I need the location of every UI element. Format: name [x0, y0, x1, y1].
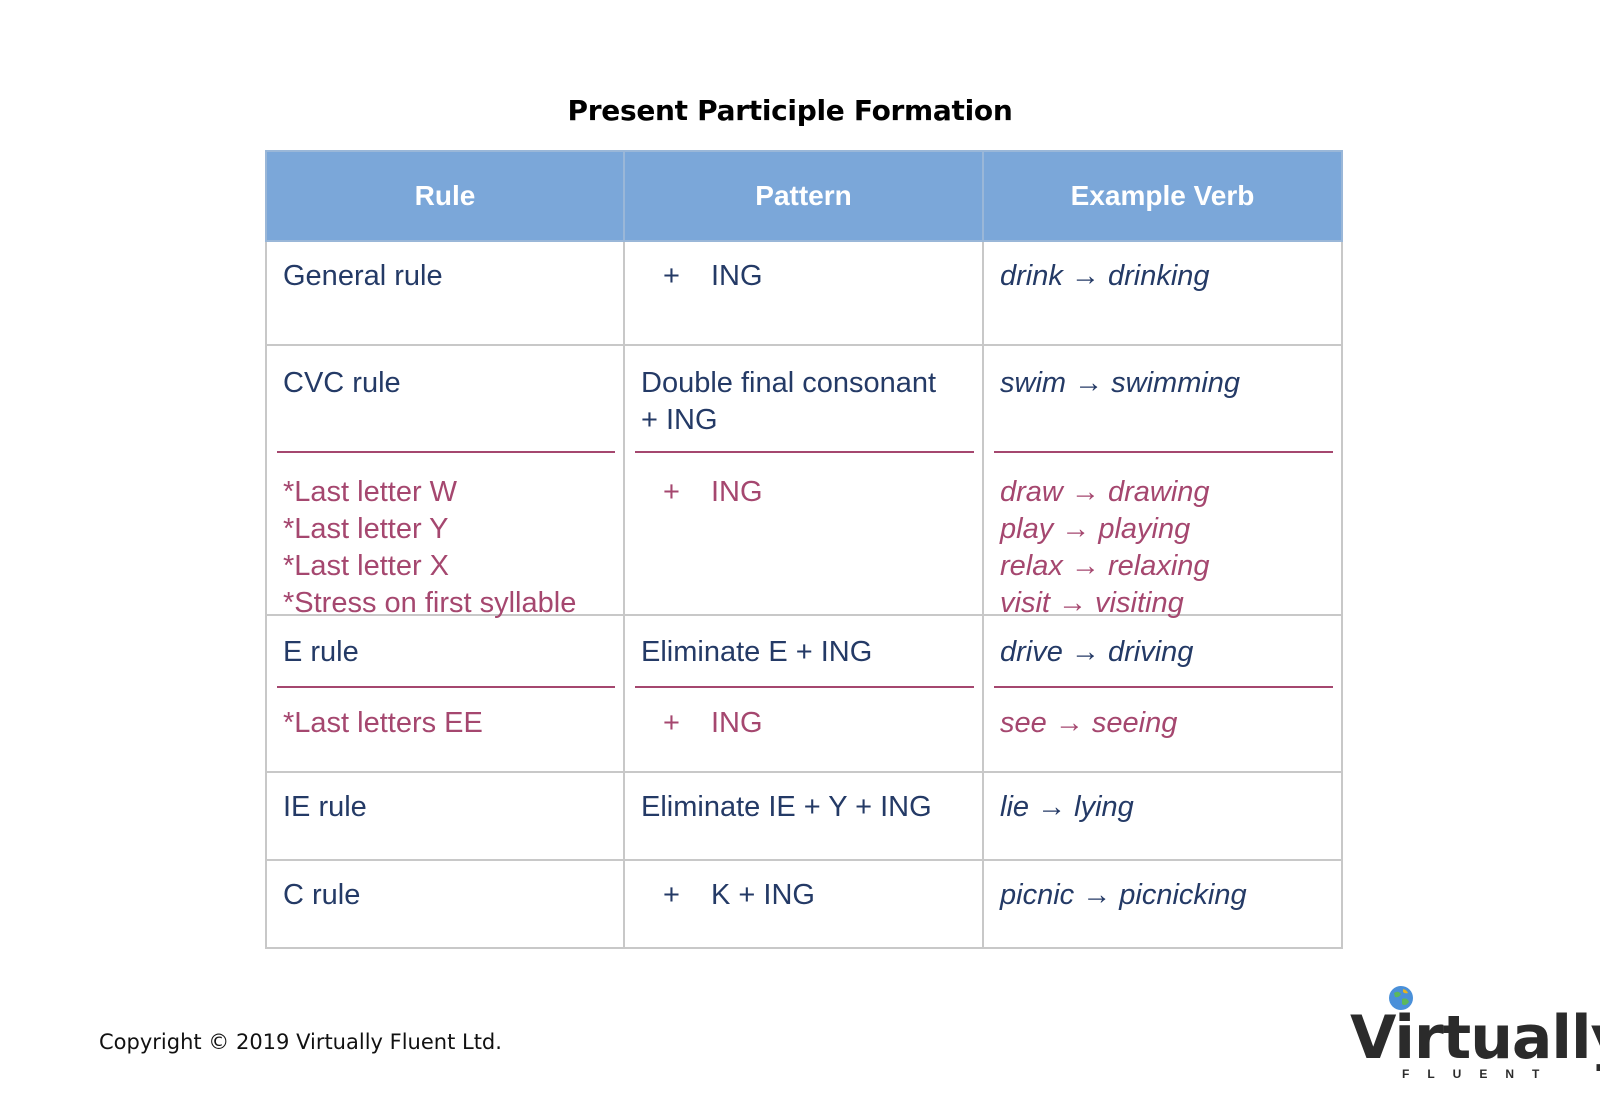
logo-wordmark: Virtually	[1350, 1003, 1600, 1073]
table-row: E rule *Last letters EE Eliminate E + IN…	[265, 614, 1343, 773]
exception-example: relax → relaxing	[1000, 550, 1210, 582]
example-e-exception: see → seeing	[1000, 707, 1178, 739]
rule-cvc: CVC rule	[283, 367, 401, 399]
divider	[635, 686, 974, 688]
table-row: CVC rule *Last letter W *Last letter Y *…	[265, 344, 1343, 619]
cell-example: swim → swimming draw → drawing play → pl…	[982, 344, 1343, 619]
exception-example: visit → visiting	[1000, 587, 1184, 619]
example-e: drive → driving	[1000, 636, 1194, 668]
plus-sign: +	[663, 476, 680, 508]
example-cvc: swim → swimming	[1000, 367, 1241, 399]
copyright-text: Copyright © 2019 Virtually Fluent Ltd.	[99, 1030, 502, 1054]
pattern-c: K + ING	[711, 879, 815, 911]
cell-rule: E rule *Last letters EE	[265, 614, 625, 773]
plus-sign: +	[663, 879, 680, 911]
plus-sign: +	[663, 707, 680, 739]
pattern-cvc-exception: ING	[711, 476, 763, 508]
rule-e: E rule	[283, 636, 359, 668]
exception-item: *Last letter W	[283, 476, 458, 508]
divider	[277, 686, 615, 688]
virtually-fluent-logo: Virtually FLUENT	[1350, 985, 1600, 1085]
table-row: C rule + K + ING picnic → picnicking	[265, 859, 1343, 949]
divider	[277, 451, 615, 453]
pattern-e: Eliminate E + ING	[641, 636, 873, 668]
cell-example: lie → lying	[982, 771, 1343, 861]
header-rule: Rule	[265, 150, 625, 242]
cell-pattern: + K + ING	[623, 859, 984, 949]
page-title: Present Participle Formation	[567, 94, 1013, 127]
exception-item: *Last letter X	[283, 550, 450, 582]
cell-rule: CVC rule *Last letter W *Last letter Y *…	[265, 344, 625, 619]
cell-rule: C rule	[265, 859, 625, 949]
rule-c: C rule	[283, 879, 361, 911]
exception-example: draw → drawing	[1000, 476, 1210, 508]
pattern-general: ING	[711, 260, 763, 292]
cell-pattern: Double final consonant + ING + ING	[623, 344, 984, 616]
logo-subtitle: FLUENT	[1402, 1067, 1558, 1081]
table-header-row: Rule Pattern Example Verb	[265, 150, 1343, 242]
pattern-cvc: Double final consonant + ING	[625, 346, 982, 451]
rule-general: General rule	[283, 260, 443, 292]
rule-e-exception: *Last letters EE	[283, 707, 483, 739]
table-row: General rule + ING drink → drinking	[265, 240, 1343, 346]
pattern-line: Double final consonant	[641, 367, 937, 399]
cell-example: drink → drinking	[982, 240, 1343, 346]
cvc-exceptions: *Last letter W *Last letter Y *Last lett…	[267, 453, 623, 619]
participle-table: Rule Pattern Example Verb General rule +…	[265, 150, 1343, 949]
exception-item: *Last letter Y	[283, 513, 449, 545]
divider	[994, 451, 1333, 453]
header-example: Example Verb	[982, 150, 1343, 242]
header-pattern: Pattern	[623, 150, 984, 242]
divider	[635, 451, 974, 453]
pattern-e-exception: ING	[711, 707, 763, 739]
cell-pattern: + ING	[623, 240, 984, 346]
exception-example: play → playing	[1000, 513, 1191, 545]
rule-ie: IE rule	[283, 791, 367, 823]
example-general: drink → drinking	[1000, 260, 1210, 292]
pattern-line: + ING	[641, 404, 718, 436]
cell-rule: General rule	[265, 240, 625, 346]
cell-example: picnic → picnicking	[982, 859, 1343, 949]
cvc-exception-examples: draw → drawing play → playing relax → re…	[984, 453, 1341, 619]
cell-example: drive → driving see → seeing	[982, 614, 1343, 773]
exception-item: *Stress on first syllable	[283, 587, 577, 619]
cell-rule: IE rule	[265, 771, 625, 861]
cell-pattern: Eliminate IE + Y + ING	[623, 771, 984, 861]
example-c: picnic → picnicking	[1000, 879, 1247, 911]
table-row: IE rule Eliminate IE + Y + ING lie → lyi…	[265, 771, 1343, 861]
pattern-ie: Eliminate IE + Y + ING	[641, 791, 932, 823]
plus-sign: +	[663, 260, 680, 292]
cell-pattern: Eliminate E + ING + ING	[623, 614, 984, 773]
example-ie: lie → lying	[1000, 791, 1134, 823]
globe-icon	[1389, 986, 1413, 1010]
divider	[994, 686, 1333, 688]
